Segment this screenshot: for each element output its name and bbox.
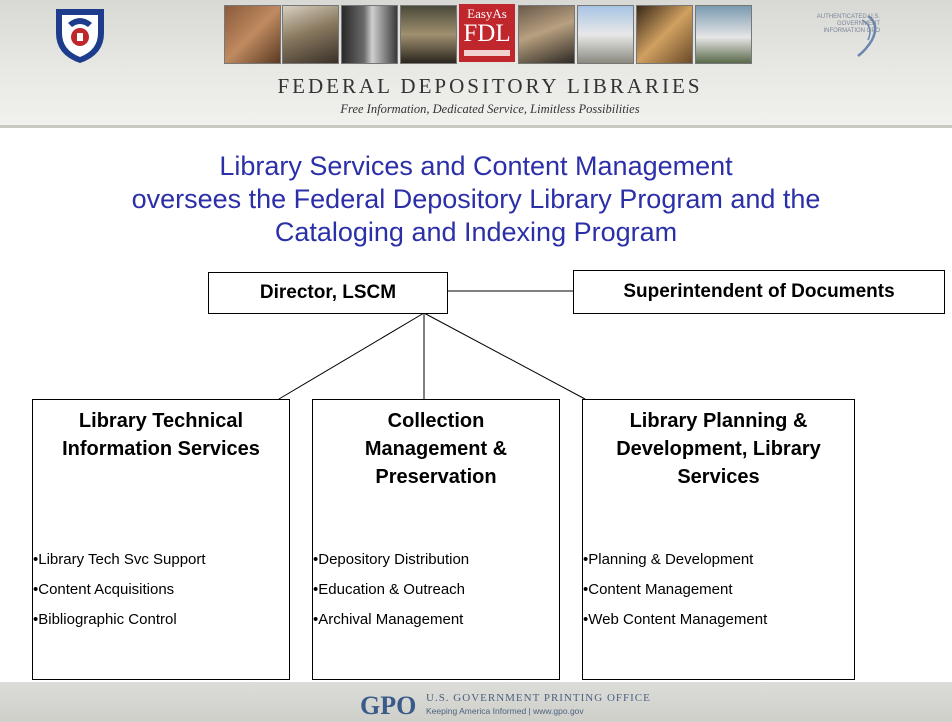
- capitol-photo: [577, 5, 634, 64]
- list-item: •Archival Management: [313, 611, 464, 628]
- authenticated-gpo-text: AUTHENTICATED U.S. GOVERNMENT INFORMATIO…: [816, 14, 880, 34]
- unit-item-list: •Library Tech Svc Support •Content Acqui…: [33, 545, 206, 635]
- gpo-logo-icon: GPO: [360, 691, 416, 719]
- list-item: •Content Acquisitions: [33, 581, 175, 598]
- director-label: Director, LSCM: [259, 282, 397, 303]
- slide-heading: Library Services and Content Management …: [20, 150, 932, 249]
- director-to-unit-1-connector: [278, 312, 425, 400]
- program-tagline: Free Information, Dedicated Service, Lim…: [340, 102, 640, 116]
- program-title: FEDERAL DEPOSITORY LIBRARIES: [277, 74, 703, 98]
- list-item: •Planning & Development: [583, 551, 754, 568]
- unit-title: Library Technical Information Services: [62, 410, 260, 460]
- list-item: •Web Content Management: [583, 611, 768, 628]
- list-item: •Content Management: [583, 581, 733, 598]
- badge-top-text: EasyAs: [467, 6, 507, 21]
- white-house-photo: [695, 5, 752, 64]
- superintendent-box: Superintendent of Documents: [573, 270, 945, 314]
- header-divider: [0, 125, 952, 128]
- director-to-unit-3-connector: [423, 312, 586, 400]
- director-box: Director, LSCM: [208, 272, 448, 314]
- library-photo-1: [224, 5, 281, 64]
- fdlp-eagle-seal-icon: [56, 9, 104, 63]
- list-item: •Education & Outreach: [313, 581, 466, 598]
- badge-main-text: FDL: [463, 20, 511, 47]
- library-photo-5: [518, 5, 575, 64]
- unit-box-technical-services: Library Technical Information Services •…: [32, 399, 290, 680]
- unit-title: Library Planning & Development, Library …: [616, 410, 821, 488]
- heading-line-2: oversees the Federal Depository Library …: [131, 184, 821, 214]
- superintendent-label: Superintendent of Documents: [623, 281, 895, 302]
- badge-stripe: [464, 50, 510, 56]
- footer-tagline: Keeping America Informed | www.gpo.gov: [426, 706, 584, 716]
- unit-item-list: •Depository Distribution •Education & Ou…: [313, 545, 469, 635]
- list-item: •Depository Distribution: [313, 551, 470, 568]
- library-photo-6: [636, 5, 693, 64]
- easy-as-fdl-badge: EasyAs FDL: [459, 4, 515, 62]
- list-item: •Bibliographic Control: [33, 611, 177, 628]
- library-photo-4: [400, 5, 457, 64]
- library-photo-2: [282, 5, 339, 64]
- heading-line-1: Library Services and Content Management: [219, 151, 733, 181]
- authenticated-gpo-seal-icon: [857, 14, 877, 57]
- library-photo-3: [341, 5, 398, 64]
- unit-item-list: •Planning & Development •Content Managem…: [583, 545, 767, 635]
- svg-text:GPO: GPO: [360, 691, 416, 719]
- footer-band: [0, 682, 952, 722]
- unit-box-planning-development: Library Planning & Development, Library …: [582, 399, 855, 680]
- unit-title: Collection Management & Preservation: [364, 410, 508, 488]
- unit-box-collection-management: Collection Management & Preservation •De…: [312, 399, 560, 680]
- footer-organization-name: U.S. GOVERNMENT PRINTING OFFICE: [426, 692, 651, 704]
- heading-line-3: Cataloging and Indexing Program: [274, 217, 678, 247]
- list-item: •Library Tech Svc Support: [33, 551, 206, 568]
